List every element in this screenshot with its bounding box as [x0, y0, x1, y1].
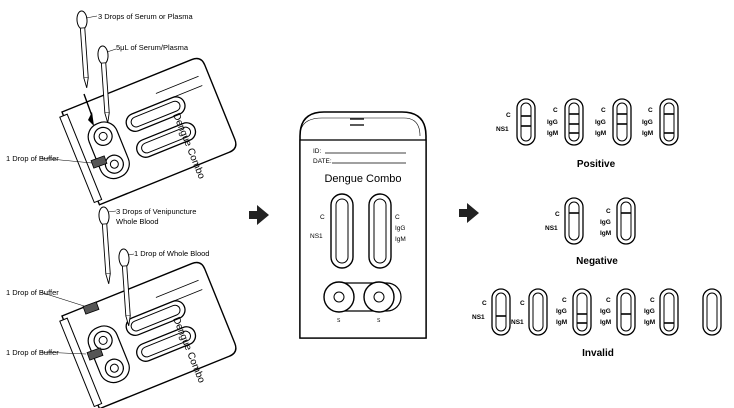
date-label: DATE:	[313, 158, 332, 165]
result-strip	[659, 288, 679, 336]
label-ns1: NS1	[496, 126, 509, 133]
label-igm: IgM	[644, 319, 655, 326]
serum-drops-label: 3 Drops of Serum or Plasma	[98, 12, 193, 21]
result-strip	[491, 288, 511, 336]
center-label-ns1: NS1	[310, 233, 323, 240]
label-igm: IgM	[556, 319, 567, 326]
result-strip	[659, 98, 679, 146]
center-label-c: C	[320, 214, 325, 221]
serum-step: Dengue Combo 3 Drops of Serum or Plasma …	[6, 10, 240, 207]
result-strip	[702, 288, 722, 336]
label-igm: IgM	[642, 130, 653, 137]
result-strip	[616, 288, 636, 336]
arrow-right-icon	[249, 205, 269, 225]
serum-buffer-label: 1 Drop of Buffer	[6, 154, 59, 163]
label-ns1: NS1	[472, 314, 485, 321]
result-strip	[572, 288, 592, 336]
blood-drops-label-line2: Whole Blood	[116, 217, 159, 226]
result-strip	[616, 197, 636, 245]
label-c: C	[482, 300, 487, 307]
device-title: Dengue Combo	[324, 173, 401, 185]
results-panel: C NS1 C IgG IgM C IgG IgM C IgG IgM Posi…	[472, 98, 722, 359]
tilted-device-blood: Dengue Combo	[57, 259, 240, 408]
positive-label: Positive	[577, 159, 616, 170]
label-c: C	[601, 107, 606, 114]
label-c: C	[606, 297, 611, 304]
label-c: C	[520, 300, 525, 307]
serum-ul-label: 5μL of Serum/Plasma	[116, 43, 189, 52]
label-c: C	[506, 112, 511, 119]
test-cassette: ID: DATE: Dengue Combo C NS1 C IgG IgM S…	[299, 111, 427, 339]
blood-drop-label: 1 Drop of Whole Blood	[134, 249, 209, 258]
label-igm: IgM	[600, 319, 611, 326]
id-label: ID:	[313, 148, 322, 155]
label-igm: IgM	[595, 130, 606, 137]
center-label-igg: IgG	[395, 225, 405, 232]
negative-label: Negative	[576, 256, 618, 267]
label-igg: IgG	[642, 119, 653, 126]
label-igm: IgM	[547, 130, 558, 137]
invalid-row: C NS1 C NS1 C IgG IgM C IgG IgM C IgG Ig…	[472, 288, 722, 359]
label-igg: IgG	[595, 119, 606, 126]
label-igg: IgG	[547, 119, 558, 126]
center-label-igm: IgM	[395, 236, 406, 243]
blood-step: Dengue Combo 3 Drops of Venipuncture Who…	[6, 206, 240, 408]
well-s-left: S	[337, 318, 341, 324]
pipette-icon	[75, 10, 93, 89]
result-strip	[612, 98, 632, 146]
label-c: C	[562, 297, 567, 304]
pipette-icon	[97, 206, 115, 285]
label-c: C	[648, 107, 653, 114]
blood-buffer-label-1: 1 Drop of Buffer	[6, 288, 59, 297]
invalid-label: Invalid	[582, 348, 614, 359]
blood-drops-label-line1: 3 Drops of Venipuncture	[116, 207, 196, 216]
label-c: C	[650, 297, 655, 304]
label-ns1: NS1	[511, 319, 524, 326]
dispense-line	[83, 93, 93, 117]
label-igg: IgG	[600, 308, 611, 315]
label-c: C	[555, 211, 560, 218]
label-c: C	[606, 208, 611, 215]
center-label-c-right: C	[395, 214, 400, 221]
negative-row: C NS1 C IgG IgM Negative	[545, 197, 636, 267]
arrow-right-icon	[459, 203, 479, 223]
result-strip	[516, 98, 536, 146]
label-c: C	[553, 107, 558, 114]
result-strip	[564, 197, 584, 245]
result-strip	[564, 98, 584, 146]
well-s-right: S	[377, 318, 381, 324]
label-igg: IgG	[556, 308, 567, 315]
label-igm: IgM	[600, 230, 611, 237]
label-ns1: NS1	[545, 225, 558, 232]
result-strip	[528, 288, 548, 336]
label-igg: IgG	[600, 219, 611, 226]
label-igg: IgG	[644, 308, 655, 315]
positive-row: C NS1 C IgG IgM C IgG IgM C IgG IgM Posi…	[496, 98, 679, 170]
dispense-arrow-icon	[88, 112, 94, 126]
blood-buffer-label-2: 1 Drop of Buffer	[6, 348, 59, 357]
